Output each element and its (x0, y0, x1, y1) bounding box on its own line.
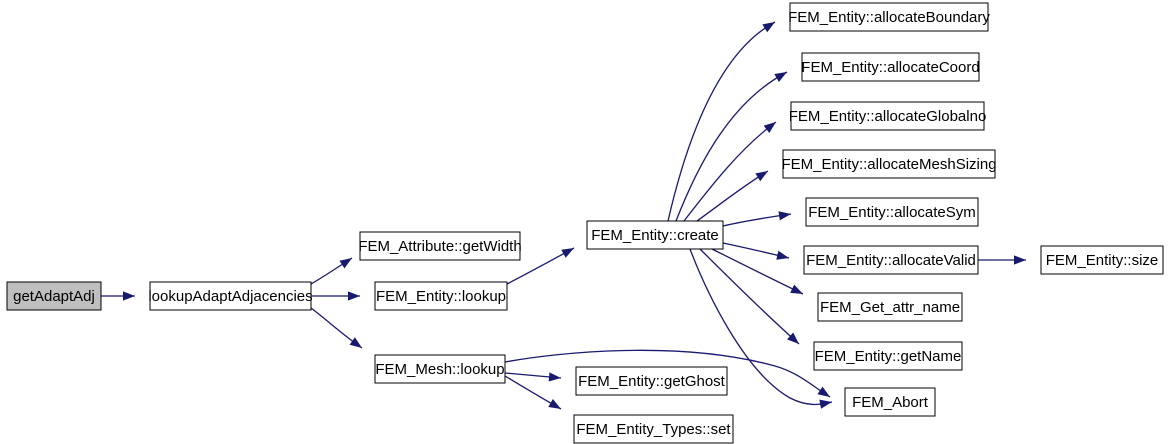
arrow-head-icon (348, 291, 360, 301)
call-edge (722, 242, 790, 260)
node-box[interactable] (573, 414, 734, 444)
node-label: FEM_Entity::allocateCoord (801, 59, 979, 76)
arrow-head-icon (778, 211, 791, 221)
call-edge (683, 121, 777, 222)
call-edge (696, 170, 769, 222)
node-label: FEM_Entity::allocateMeshSizing (781, 156, 996, 173)
graph-node-create[interactable]: FEM_Entity::create (586, 220, 724, 250)
node-label: getAdaptAdj (13, 288, 95, 305)
arrow-head-icon (817, 386, 830, 397)
node-box[interactable] (844, 387, 936, 417)
node-box[interactable] (149, 281, 312, 311)
node-label: FEM_Abort (852, 394, 929, 411)
node-label: FEM_Entity::allocateValid (806, 252, 976, 269)
node-box[interactable] (782, 149, 996, 179)
node-box[interactable] (817, 292, 963, 322)
call-edge (504, 349, 831, 398)
arrow-head-icon (790, 284, 803, 294)
edge-layer (101, 21, 1026, 410)
graph-node-lookupAdaptAdjacencies[interactable]: lookupAdaptAdjacencies (148, 281, 313, 311)
node-label: FEM_Entity::create (591, 227, 719, 244)
node-label: FEM_Get_attr_name (820, 299, 960, 316)
graph-node-size[interactable]: FEM_Entity::size (1040, 245, 1164, 275)
graph-node-meshLookup[interactable]: FEM_Mesh::lookup (374, 354, 506, 384)
node-box[interactable] (1040, 245, 1164, 275)
arrow-head-icon (548, 399, 561, 409)
graph-node-allocateMeshSizing[interactable]: FEM_Entity::allocateMeshSizing (781, 149, 997, 179)
node-label: FEM_Entity::allocateBoundary (788, 9, 990, 26)
node-box[interactable] (790, 101, 985, 131)
arrow-head-icon (787, 332, 799, 344)
graph-node-allocateSym[interactable]: FEM_Entity::allocateSym (805, 197, 979, 227)
graph-node-allocateValid[interactable]: FEM_Entity::allocateValid (803, 245, 979, 275)
call-edge (310, 307, 363, 349)
call-edge (506, 247, 575, 285)
arrow-head-icon (339, 258, 352, 269)
arrow-head-icon (762, 22, 775, 33)
node-layer: getAdaptAdj lookupAdaptAdjacencies FEM_Att… (6, 2, 1164, 444)
node-label: FEM_Entity::getGhost (578, 373, 726, 390)
node-box[interactable] (801, 52, 980, 82)
graph-node-getName[interactable]: FEM_Entity::getName (813, 341, 963, 371)
graph-node-typesSet[interactable]: FEM_Entity_Types::set (573, 414, 734, 444)
arrow-head-icon (763, 122, 776, 133)
call-edge (504, 375, 562, 410)
arrow-head-icon (755, 171, 768, 182)
graph-node-entityLookup[interactable]: FEM_Entity::lookup (374, 281, 508, 311)
graph-node-allocateBoundary[interactable]: FEM_Entity::allocateBoundary (788, 2, 990, 32)
arrow-head-icon (1014, 255, 1026, 265)
node-box[interactable] (813, 341, 963, 371)
call-edge (101, 291, 135, 301)
node-label: FEM_Mesh::lookup (375, 361, 504, 378)
call-edge (310, 257, 353, 285)
call-edge (667, 21, 776, 222)
graph-node-allocateCoord[interactable]: FEM_Entity::allocateCoord (801, 52, 980, 82)
graph-node-abort[interactable]: FEM_Abort (844, 387, 936, 417)
graph-node-allocateGlobalno[interactable]: FEM_Entity::allocateGlobalno (789, 101, 987, 131)
node-box[interactable] (789, 2, 989, 32)
arrow-head-icon (561, 248, 574, 258)
arrow-head-icon (548, 372, 561, 382)
node-box[interactable] (359, 231, 521, 261)
node-label: FEM_Entity::lookup (376, 288, 506, 305)
node-box[interactable] (575, 366, 728, 396)
arrow-head-icon (776, 250, 789, 260)
node-label: FEM_Entity::getName (815, 348, 962, 365)
arrow-head-icon (819, 399, 832, 409)
call-edge (978, 255, 1026, 265)
graph-node-getAttrName[interactable]: FEM_Get_attr_name (817, 292, 963, 322)
node-label: FEM_Attribute::getWidth (358, 238, 521, 255)
node-box[interactable] (803, 245, 979, 275)
arrow-head-icon (774, 72, 787, 82)
node-box[interactable] (805, 197, 979, 227)
call-edge (311, 291, 360, 301)
arrow-head-icon (123, 291, 135, 301)
graph-node-getWidth[interactable]: FEM_Attribute::getWidth (358, 231, 522, 261)
node-box[interactable] (586, 220, 724, 250)
call-edge (711, 248, 804, 295)
graph-node-getAdaptAdj[interactable]: getAdaptAdj (6, 281, 102, 311)
node-box[interactable] (6, 281, 102, 311)
call-edge (504, 372, 562, 382)
node-box[interactable] (374, 281, 508, 311)
call-edge (699, 248, 800, 345)
call-edge (675, 71, 788, 222)
node-label: FEM_Entity::allocateSym (808, 204, 976, 221)
call-edge (722, 211, 792, 227)
node-label: FEM_Entity::allocateGlobalno (789, 108, 987, 125)
node-label: FEM_Entity::size (1046, 252, 1159, 269)
graph-node-getGhost[interactable]: FEM_Entity::getGhost (575, 366, 728, 396)
node-box[interactable] (374, 354, 506, 384)
arrow-head-icon (349, 337, 362, 348)
node-label: lookupAdaptAdjacencies (148, 288, 312, 305)
node-label: FEM_Entity_Types::set (576, 421, 731, 438)
call-edge (689, 248, 833, 409)
